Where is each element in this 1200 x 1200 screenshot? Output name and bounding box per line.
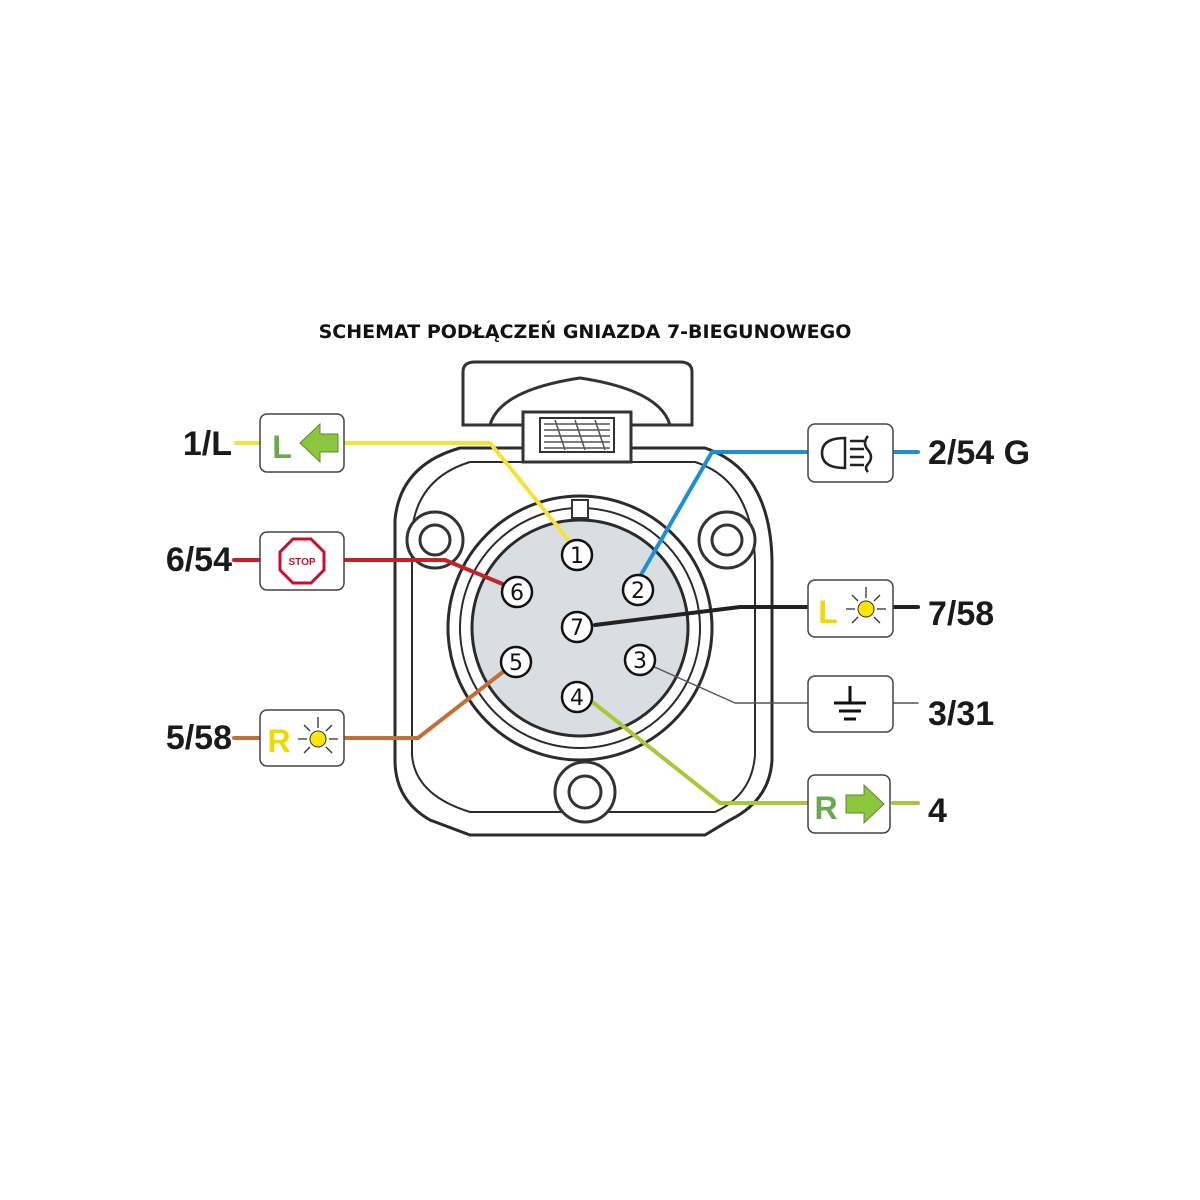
label-pin-7: 7/58 xyxy=(928,595,994,633)
label-pin-4: 4 xyxy=(928,792,947,830)
diagram-title: SCHEMAT PODŁĄCZEŃ GNIAZDA 7-BIEGUNOWEGO xyxy=(319,320,852,343)
label-pin-2: 2/54 G xyxy=(928,434,1030,472)
left-turn-letter: L xyxy=(272,429,292,465)
wire-pin-1-path xyxy=(234,441,577,550)
wire-pin-3-path xyxy=(649,664,919,704)
right-turn-letter: R xyxy=(814,790,837,826)
pin-3: 3 xyxy=(623,643,657,677)
stop-text: STOP xyxy=(288,557,315,568)
pin-1: 1 xyxy=(560,538,594,572)
mount-hole-right xyxy=(697,510,757,570)
mount-hole-left xyxy=(405,510,465,570)
left-position-letter: L xyxy=(818,594,838,630)
wire-pin-4-path xyxy=(588,698,920,805)
pin-7: 7 xyxy=(560,610,594,644)
pin-6-number: 6 xyxy=(510,581,524,606)
pin-6: 6 xyxy=(500,575,534,609)
right-position-light-icon: R xyxy=(259,709,345,767)
pin-7-number: 7 xyxy=(570,616,584,641)
label-pin-1: 1/L xyxy=(183,425,232,463)
wire-pin-2-path xyxy=(636,450,920,582)
wire-pin-7-path xyxy=(593,605,920,627)
ground-icon xyxy=(807,675,894,733)
left-turn-signal-icon: L xyxy=(259,413,345,473)
right-position-letter: R xyxy=(267,723,290,759)
bulb-icon xyxy=(846,587,886,624)
mount-hole-bottom xyxy=(553,760,617,824)
pin-1-number: 1 xyxy=(570,544,584,569)
pin-3-number: 3 xyxy=(633,649,647,674)
bulb-icon xyxy=(298,717,338,754)
wire-pin-5-path xyxy=(232,666,510,740)
pin-4: 4 xyxy=(560,680,594,714)
pin-2-number: 2 xyxy=(631,579,645,604)
label-pin-6: 6/54 xyxy=(166,541,232,579)
stop-light-icon: STOP xyxy=(259,531,345,591)
rear-fog-light-icon xyxy=(807,423,894,483)
pin-5: 5 xyxy=(499,645,533,679)
label-pin-3: 3/31 xyxy=(928,695,994,733)
right-turn-signal-icon: R xyxy=(807,774,891,834)
pin-2: 2 xyxy=(621,573,655,607)
pin-4-number: 4 xyxy=(570,686,584,711)
wire-pin-6-path xyxy=(232,558,507,587)
label-pin-5: 5/58 xyxy=(166,719,232,757)
left-position-light-icon: L xyxy=(807,579,894,638)
pin-5-number: 5 xyxy=(509,651,523,676)
